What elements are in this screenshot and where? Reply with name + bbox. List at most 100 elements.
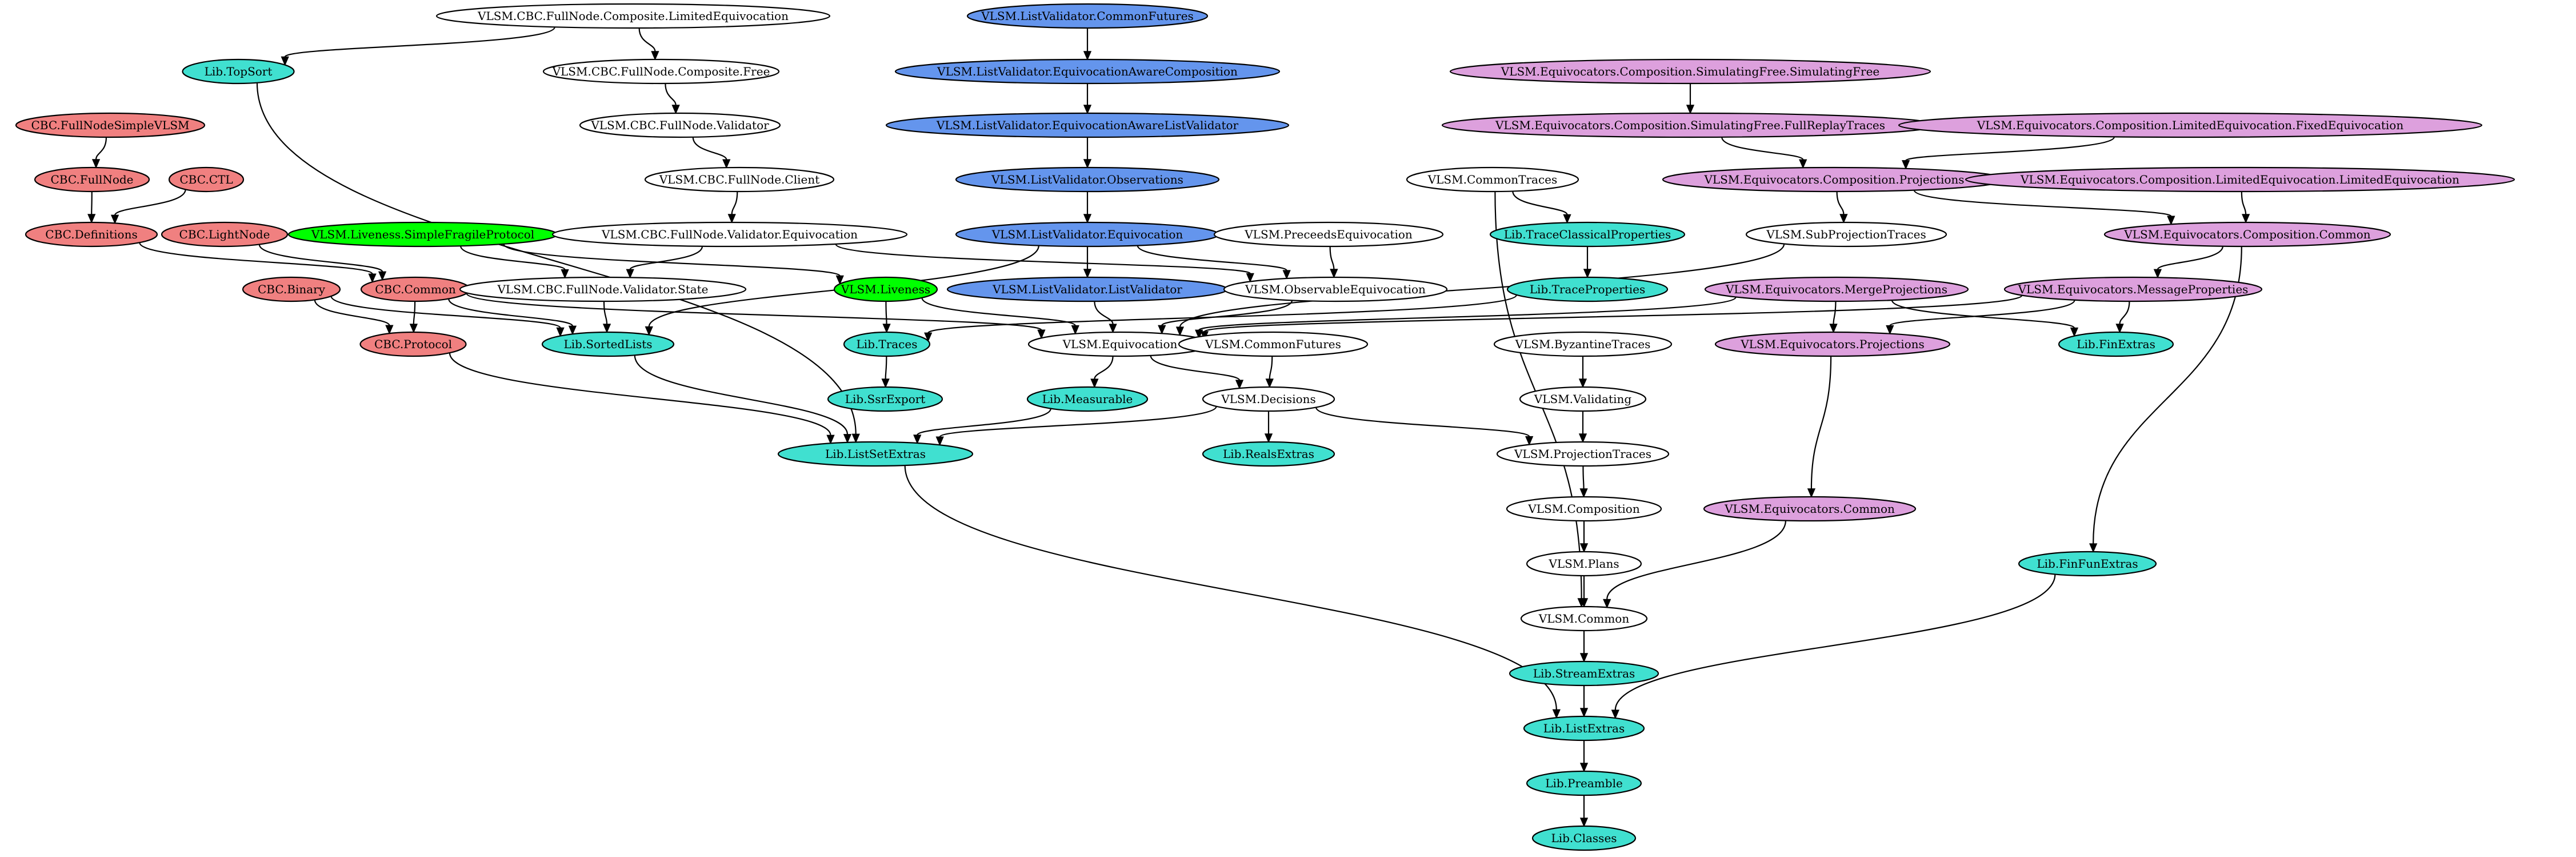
node-ellipse [579,112,781,138]
edge-n_lv_equivocation-to-n_obsequiv [1137,245,1291,280]
arrowhead [556,327,565,337]
node-lib-streamextras: Lib.StreamExtras [1509,660,1659,687]
node-label: VLSM.Equivocators.Composition.Simulating… [1501,65,1880,78]
edge-line [1161,300,1293,326]
node-label: VLSM.ListValidator.EquivocationAwareList… [936,118,1239,132]
node-label: VLSM.CBC.FullNode.Validator [590,118,769,132]
node-ellipse [1496,441,1670,467]
edge-n_lib_traceclassical-to-n_lib_traceprops [1583,246,1592,278]
arrowhead [1246,273,1254,283]
node-lib-finfunextras: Lib.FinFunExtras [2018,551,2157,577]
edge-n_cbc_validator-to-n_cbc_client [692,137,731,169]
node-cbc-valequiv: VLSM.CBC.FullNode.Validator.Equivocation [551,221,908,248]
arrowhead [1083,269,1092,278]
edge-line [927,294,1517,334]
node-ellipse [1526,551,1642,577]
edge-layer [87,26,2250,827]
edge-n_eq_mergeproj-to-n_equivocation [1195,296,1737,340]
arrowhead [368,273,377,284]
edge-line [1315,407,1530,437]
node-cbc-fullnodesimple: CBC.FullNodeSimpleVLSM [15,112,206,138]
node-label: VLSM.Plans [1548,557,1619,571]
edge-line [629,246,703,270]
node-label: VLSM.SubProjectionTraces [1766,228,1926,241]
node-label: Lib.Classes [1551,831,1617,845]
node-lv-equivocation: VLSM.ListValidator.Equivocation [955,221,1220,248]
node-ellipse [161,221,289,248]
edge-n_eq_projections_comp-to-n_subprojtraces [1836,191,1848,224]
edge-line [1614,574,2056,711]
node-common: VLSM.Common [1520,605,1648,632]
node-cbc-ctl: CBC.CTL [168,166,245,193]
edge-line [91,191,93,215]
edge-line [95,137,107,160]
node-label: VLSM.Equivocators.MergeProjections [1725,282,1947,296]
edge-n_lv_listvalidator-to-n_equivocation [1094,301,1117,333]
edge-line [284,26,555,58]
edge-n_eq_mergeproj-to-n_eq_projections [1829,301,1838,333]
edge-line [256,82,857,435]
edge-n_eq_msgprops-to-n_eq_projections [1886,300,2075,335]
node-ellipse [34,166,150,193]
node-ellipse [551,221,908,248]
node-label: VLSM.Equivocators.Composition.Simulating… [1495,118,1885,132]
edge-line [449,353,831,436]
edge-n_eq_common-to-n_common [1603,520,1787,609]
edge-n_liveness_sfp-to-n_cbc_valstate [460,245,569,279]
edge-n_liveness_sfp-to-n_liveness [503,244,844,285]
node-eq-projections: VLSM.Equivocators.Projections [1714,331,1951,357]
arrowhead [1083,214,1092,224]
node-byzantine: VLSM.ByzantineTraces [1493,331,1673,357]
arrowhead [835,275,844,285]
node-ellipse [1449,58,1931,85]
arrowhead [1071,325,1079,335]
edge-n_lib_measurable-to-n_lib_listsetextras [913,408,1051,444]
node-lv-listvalidator: VLSM.ListValidator.ListValidator [946,276,1229,302]
node-eq-fullreplay: VLSM.Equivocators.Composition.Simulating… [1441,112,1939,138]
edge-line [1905,136,2115,161]
node-ellipse [542,58,780,85]
node-ellipse [1506,276,1669,302]
node-obsequiv: VLSM.ObservableEquivocation [1223,276,1448,302]
node-ellipse [2103,221,2391,248]
node-ellipse [1520,605,1648,632]
arrowhead [602,324,611,333]
node-ellipse [182,58,295,85]
edge-line [1179,244,1785,328]
edge-n_cbc_definitions-to-n_cbc_common [139,242,377,284]
edge-n_lib_sortedlists-to-n_lib_listsetextras [634,355,852,444]
node-lib-listsetextras: Lib.ListSetExtras [777,441,974,467]
node-cbc-valstate: VLSM.CBC.FullNode.Validator.State [459,276,747,302]
node-label: VLSM.ListValidator.Observations [991,173,1183,186]
arrowhead [1235,380,1244,390]
arrowhead [1579,598,1589,608]
arrowhead [1330,269,1338,278]
arrowhead [935,436,944,447]
edge-n_lv_equivocation-to-n_lv_listvalidator [1083,246,1092,278]
edge-line [1606,520,1787,600]
node-ellipse [843,331,931,357]
node-ellipse [1745,221,1947,248]
node-ellipse [966,3,1209,29]
node-label: VLSM.Common [1538,612,1630,625]
edge-line [503,244,841,277]
edge-n_cbc_valequiv-to-n_obsequiv [835,243,1254,283]
edge-line [1198,296,1737,331]
edge-line [1150,355,1241,381]
arrowhead [1902,160,1910,170]
arrowhead [2115,324,2124,333]
edge-line [917,408,1051,436]
node-label: Lib.TopSort [205,65,273,78]
node-ellipse [2003,276,2263,302]
node-ellipse [885,112,1290,138]
arrowhead [1552,709,1561,719]
node-precedes: VLSM.PreceedsEquivocation [1213,221,1444,248]
arrowhead [651,51,659,61]
edge-n_lib_traceprops-to-n_lib_traces [924,294,1517,342]
node-ellipse [359,331,467,357]
edge-line [692,137,727,160]
edge-line [1137,245,1287,272]
edge-n_cbc_client-to-n_cbc_valequiv [727,191,738,224]
edge-line [314,300,390,326]
edge-line [2119,301,2130,325]
